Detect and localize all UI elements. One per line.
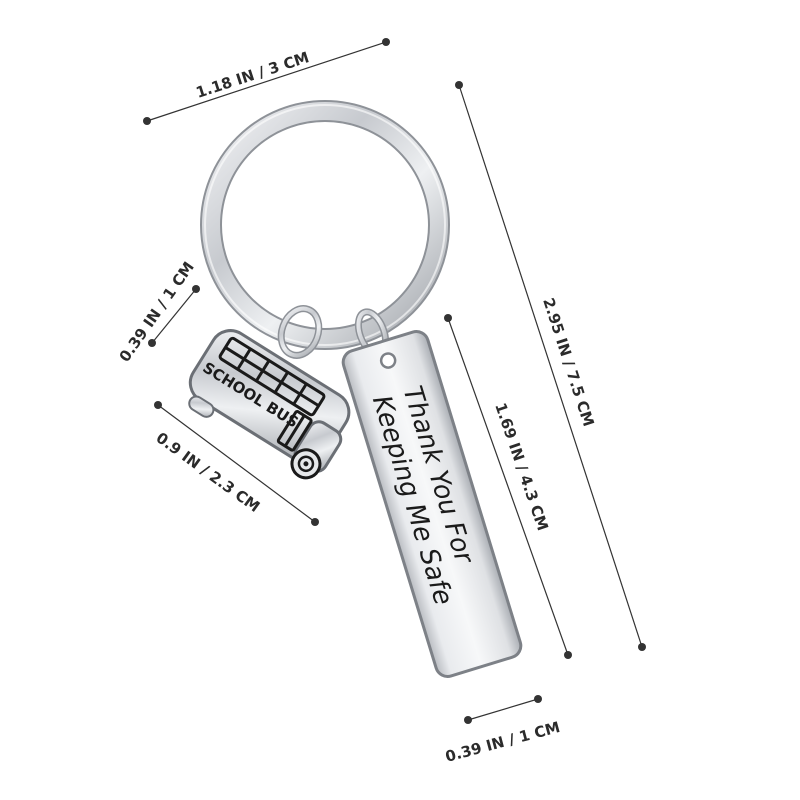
dimension-label-overall-length: 2.95 IN / 7.5 CM bbox=[539, 296, 598, 429]
dimension-tag-width: 0.39 IN / 1 CM bbox=[443, 695, 562, 766]
dimension-label-ring-width: 1.18 IN / 3 CM bbox=[194, 48, 312, 102]
dimension-bus-height: 0.39 IN / 1 CM bbox=[116, 258, 200, 365]
dimension-label-tag-width: 0.39 IN / 1 CM bbox=[443, 718, 562, 766]
dimension-label-tag-length: 1.69 IN / 4.3 CM bbox=[491, 400, 552, 533]
jump-ring-bus bbox=[277, 305, 323, 359]
dimension-label-bus-height: 0.39 IN / 1 CM bbox=[116, 258, 198, 365]
school-bus-charm: SCHOOL BUS bbox=[188, 329, 351, 480]
key-ring bbox=[200, 100, 450, 350]
bar-tag: Thank You For Keeping Me Safe bbox=[341, 330, 523, 678]
